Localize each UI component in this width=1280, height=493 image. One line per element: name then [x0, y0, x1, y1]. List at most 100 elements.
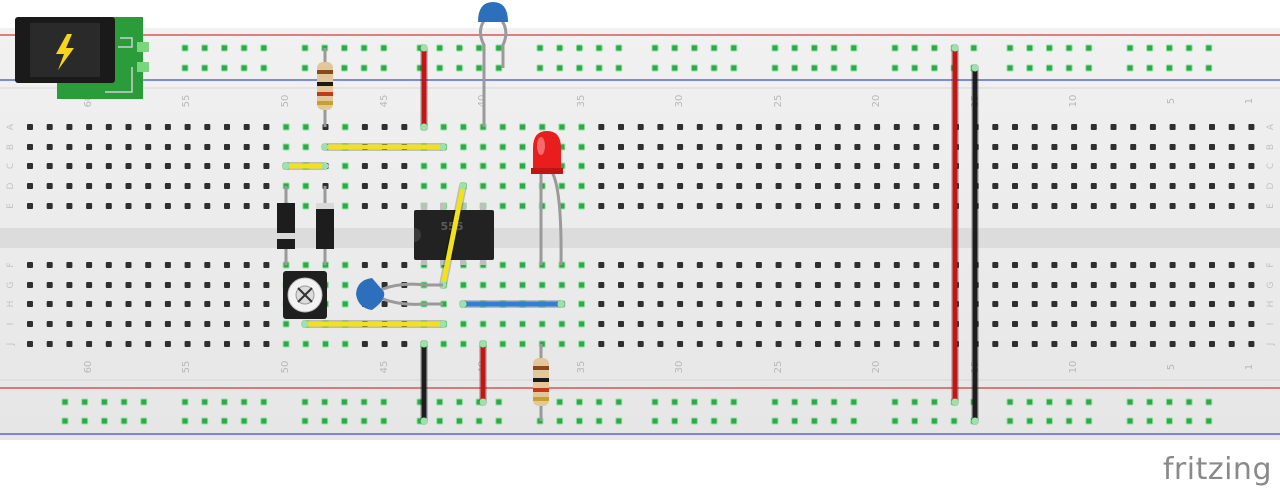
- terminal-hole: [1051, 301, 1058, 307]
- terminal-hole: [1031, 262, 1038, 268]
- terminal-hole: [1012, 144, 1018, 150]
- terminal-hole: [302, 182, 310, 190]
- terminal-hole: [459, 162, 467, 170]
- terminal-hole: [1051, 203, 1058, 209]
- terminal-hole: [1110, 124, 1117, 130]
- terminal-hole: [874, 163, 881, 169]
- terminal-hole: [184, 341, 191, 347]
- rail-hole: [671, 398, 679, 406]
- terminal-hole: [1189, 262, 1196, 268]
- terminal-hole: [27, 124, 33, 130]
- resistor-band: [533, 366, 549, 370]
- terminal-hole: [1090, 183, 1097, 189]
- terminal-hole: [815, 321, 821, 327]
- terminal-hole: [755, 301, 762, 307]
- terminal-hole: [1248, 262, 1255, 268]
- terminal-hole: [1169, 183, 1176, 189]
- terminal-hole: [341, 300, 349, 308]
- terminal-hole: [459, 123, 467, 131]
- terminal-hole: [1149, 203, 1156, 209]
- terminal-hole: [519, 162, 526, 170]
- wire-yellow-end: [439, 320, 447, 328]
- terminal-hole: [1189, 183, 1196, 189]
- rail-hole: [100, 417, 108, 425]
- rail-hole: [1065, 398, 1073, 406]
- terminal-hole: [696, 301, 703, 307]
- terminal-hole: [27, 282, 33, 288]
- column-number-bottom: 1: [1244, 364, 1255, 370]
- terminal-hole: [1228, 144, 1235, 150]
- rail-hole: [730, 398, 738, 406]
- rail-hole: [690, 64, 698, 72]
- terminal-hole: [184, 301, 191, 307]
- column-number-top: 5: [1166, 98, 1177, 104]
- terminal-hole: [27, 341, 33, 347]
- terminal-hole: [657, 341, 664, 347]
- terminal-hole: [913, 341, 920, 347]
- rail-hole: [615, 64, 623, 72]
- chip-pin: [480, 257, 486, 265]
- terminal-hole: [538, 320, 546, 328]
- terminal-hole: [66, 144, 73, 150]
- terminal-hole: [1149, 301, 1156, 307]
- rail-hole: [495, 64, 503, 72]
- rail-hole: [1185, 64, 1193, 72]
- rail-hole: [771, 398, 779, 406]
- rail-hole: [575, 64, 583, 72]
- diode-band: [277, 233, 295, 239]
- terminal-hole: [66, 262, 73, 268]
- chip-pin: [421, 203, 427, 211]
- terminal-hole: [854, 124, 861, 130]
- terminal-hole: [1090, 282, 1097, 288]
- resistor-band: [317, 101, 333, 105]
- rail-hole: [495, 417, 503, 425]
- terminal-hole: [736, 282, 743, 288]
- terminal-hole: [755, 203, 762, 209]
- terminal-hole: [1031, 341, 1038, 347]
- terminal-hole: [145, 144, 152, 150]
- rail-hole: [201, 417, 209, 425]
- lightning-icon: [56, 34, 74, 70]
- terminal-hole: [1130, 282, 1137, 288]
- rail-hole: [260, 44, 268, 52]
- terminal-hole: [637, 203, 644, 209]
- wire-yellow-end: [439, 143, 447, 151]
- rail-hole: [1006, 44, 1014, 52]
- terminal-hole: [854, 301, 861, 307]
- rail-hole: [595, 398, 603, 406]
- terminal-hole: [755, 321, 762, 327]
- terminal-hole: [677, 163, 684, 169]
- terminal-hole: [224, 203, 230, 209]
- terminal-hole: [1051, 163, 1058, 169]
- terminal-hole: [381, 262, 388, 268]
- column-number-bottom: 10: [1068, 361, 1079, 374]
- terminal-hole: [677, 203, 684, 209]
- row-letter: G: [1266, 281, 1276, 288]
- rail-hole: [1085, 64, 1093, 72]
- rail-hole: [475, 64, 483, 72]
- rail-hole: [575, 417, 583, 425]
- rail-hole: [140, 417, 148, 425]
- column-number-top: 50: [280, 95, 291, 108]
- terminal-hole: [27, 301, 33, 307]
- terminal-hole: [618, 282, 624, 288]
- terminal-hole: [874, 144, 881, 150]
- terminal-hole: [1248, 341, 1255, 347]
- terminal-hole: [1090, 144, 1097, 150]
- terminal-hole: [1169, 144, 1176, 150]
- rail-hole: [120, 417, 128, 425]
- terminal-hole: [1228, 321, 1235, 327]
- terminal-hole: [578, 202, 586, 210]
- row-letter: D: [1266, 182, 1276, 189]
- terminal-hole: [854, 282, 861, 288]
- terminal-hole: [1209, 163, 1215, 169]
- rail-hole: [651, 398, 659, 406]
- rail-hole: [850, 398, 858, 406]
- rail-hole: [360, 417, 368, 425]
- terminal-hole: [243, 183, 250, 189]
- terminal-hole: [1149, 262, 1156, 268]
- terminal-hole: [598, 282, 605, 288]
- terminal-hole: [874, 183, 881, 189]
- column-number-bottom: 45: [379, 361, 390, 374]
- rail-hole: [1165, 44, 1173, 52]
